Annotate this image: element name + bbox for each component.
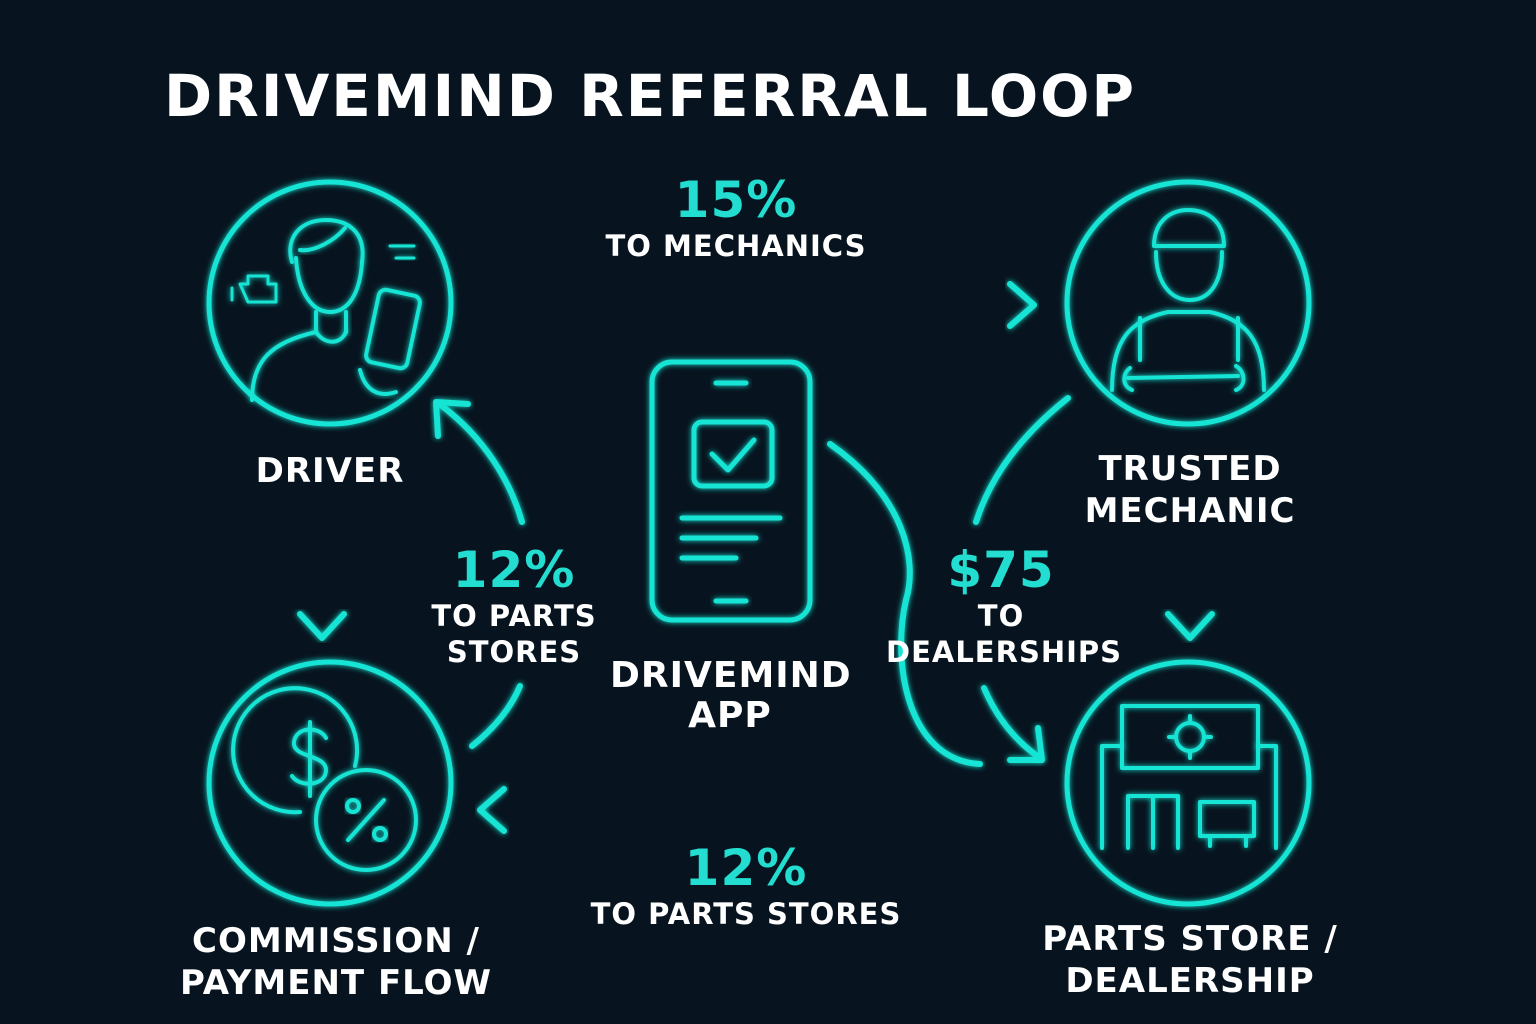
flow-middle-right-text-line1: TO [977, 599, 1025, 633]
store-label-line1: PARTS STORE / [1042, 919, 1338, 959]
page-title: DRIVEMIND REFERRAL LOOP [0, 62, 1536, 130]
flow-middle-right-text-line2: DEALERSHIPS [886, 635, 1123, 669]
storefront-gear-icon [1100, 704, 1278, 850]
arrow-commission-to-driver [433, 399, 525, 749]
commission-label-line1: COMMISSION / [192, 921, 480, 961]
flow-middle-left-label: 12% TO PARTS STORES [414, 542, 614, 670]
commission-label: COMMISSION / PAYMENT FLOW [176, 920, 496, 1004]
smartphone-checkmark-icon [649, 359, 813, 623]
driver-node [206, 179, 454, 427]
arrow-mechanic-to-store [1165, 553, 1215, 641]
mechanic-label: TRUSTED MECHANIC [1060, 448, 1320, 532]
flow-middle-left-text-line2: STORES [446, 635, 582, 669]
store-node-ring [1064, 659, 1312, 907]
flow-bottom-text: TO PARTS STORES [590, 897, 902, 931]
mechanic-label-line2: MECHANIC [1084, 491, 1296, 531]
flow-middle-left-value: 12% [452, 541, 576, 599]
flow-middle-right-value: $75 [947, 541, 1055, 599]
flow-top-text: TO MECHANICS [605, 229, 867, 263]
dollar-percent-coins-icon [231, 686, 418, 872]
store-label: PARTS STORE / DEALERSHIP [1040, 918, 1340, 1002]
commission-node [206, 659, 454, 907]
flow-middle-right-label: $75 TO DEALERSHIPS [886, 541, 1123, 670]
store-node [1064, 659, 1312, 907]
arrow-driver-to-commission [297, 517, 347, 641]
app-label-line1: DRIVEMIND [610, 655, 852, 696]
mechanic-node-ring [1064, 179, 1312, 427]
commission-label-line2: PAYMENT FLOW [179, 963, 493, 1003]
arrow-store-to-commission [477, 786, 1045, 834]
flow-middle-left-text-line1: TO PARTS [431, 599, 597, 633]
flow-bottom-label: 12% TO PARTS STORES [576, 840, 916, 932]
page-title-text: DRIVEMIND REFERRAL LOOP [164, 62, 1136, 130]
driver-with-phone-icon [230, 218, 422, 402]
flow-top-label: 15% TO MECHANICS [586, 172, 886, 264]
app-label-line2: APP [688, 695, 772, 736]
mechanic-node [1064, 179, 1312, 427]
arrow-app-to-store [827, 441, 983, 767]
app-label: DRIVEMIND APP [610, 655, 852, 736]
store-label-line2: DEALERSHIP [1065, 961, 1315, 1001]
arrow-mechanic-to-store-curve [973, 395, 1071, 763]
driver-label: DRIVER [255, 451, 405, 491]
commission-node-ring [206, 659, 454, 907]
arrow-driver-to-mechanic [473, 281, 1037, 329]
mechanic-with-wrench-icon [1110, 208, 1266, 392]
driver-node-ring [206, 179, 454, 427]
mechanic-label-line1: TRUSTED [1098, 449, 1282, 489]
flow-bottom-value: 12% [684, 839, 808, 897]
flow-top-value: 15% [674, 171, 798, 229]
